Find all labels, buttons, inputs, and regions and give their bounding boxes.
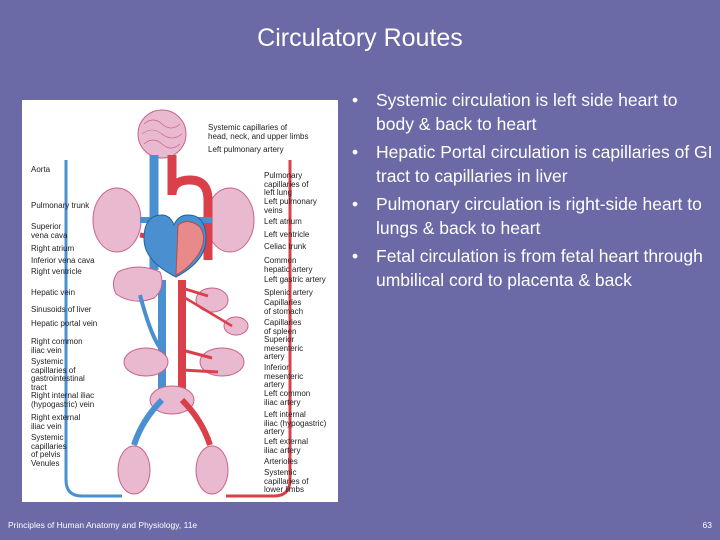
label-superior-mesenteric-artery: Superior mesenteric artery [264,335,304,361]
label-systemic-capillaries-head: Systemic capillaries of head, neck, and … [208,123,309,141]
footer-book-title: Principles of Human Anatomy and Physiolo… [8,520,198,530]
liver-sinusoids [112,266,163,302]
slide-title: Circulatory Routes [257,24,463,52]
head-capillary-mesh [141,119,183,149]
gi-capillaries-left [199,347,245,377]
left-lower-limb-capillaries [195,445,229,495]
celiac-trunk [181,286,209,298]
bullet-item: • Pulmonary circulation is right-side hea… [352,192,714,240]
label-pulmonary-trunk: Pulmonary trunk [31,201,90,210]
label-left-pulmonary-artery: Left pulmonary artery [208,145,284,154]
bullet-glyph: • [352,90,359,110]
label-systemic-capillaries-pelvis: Systemic capillaries of pelvis [31,433,67,459]
bullet-text: Fetal circulation is from fetal heart th… [376,246,703,290]
label-left-pulmonary-veins: Left pulmonary veins [264,197,317,215]
bullet-item: • Hepatic Portal circulation is capillari… [352,140,714,188]
label-hepatic-portal-vein: Hepatic portal vein [31,319,98,328]
circulation-illustration [64,109,292,498]
hepatic-portal-vein [138,294,164,352]
label-common-hepatic-artery: Common hepatic artery [264,256,313,274]
label-sinusoids-of-liver: Sinusoids of liver [31,305,92,314]
label-celiac-trunk: Celiac trunk [264,242,307,251]
outer-arterial-supply [226,160,292,498]
label-left-external-iliac-artery: Left external iliac artery [264,437,309,455]
label-left-internal-iliac-artery: Left internal iliac (hypogastric) artery [264,410,327,436]
gi-capillaries-right [123,347,169,377]
label-pulmonary-capillaries-left-lung: Pulmonary capillaries of left lung [264,171,309,197]
label-capillaries-of-spleen: Capillaries of spleen [264,318,302,336]
right-lung-capillaries [92,187,142,253]
label-right-ventricle: Right ventricle [31,267,82,276]
bullet-text: Pulmonary circulation is right-side hear… [376,194,702,238]
aorta-arch [167,155,213,260]
label-inferior-mesenteric-artery: Inferior mesenteric artery [264,363,304,389]
bullet-glyph: • [352,142,359,162]
circulatory-routes-diagram: Aorta Pulmonary trunk Superior vena cava… [22,100,338,502]
splenic-artery [181,294,233,328]
left-common-iliac-artery [179,397,213,446]
label-inferior-vena-cava: Inferior vena cava [31,256,95,265]
bullet-glyph: • [352,246,359,266]
label-systemic-capillaries-lower-limbs: Systemic capillaries of lower limbs [264,468,309,494]
bullet-item: • Fetal circulation is from fetal heart t… [352,244,714,292]
superior-mesenteric-artery [181,348,213,360]
label-venules: Venules [31,459,60,468]
pelvis-capillaries [149,385,195,415]
spleen-capillaries [223,316,249,336]
page-number: 63 [702,520,712,530]
label-left-gastric-artery: Left gastric artery [264,275,326,284]
outer-venous-return [64,160,122,498]
label-right-internal-iliac-vein: Right internal iliac (hypogastric) vein [31,391,95,409]
label-right-atrium: Right atrium [31,244,75,253]
label-arterioles: Arterioles [264,457,298,466]
label-left-atrium: Left atrium [264,217,302,226]
label-right-external-iliac-vein: Right external iliac vein [31,413,81,431]
right-common-iliac-vein [131,397,165,446]
label-splenic-artery: Splenic artery [264,288,313,297]
label-capillaries-of-stomach: Capillaries of stomach [264,298,304,316]
left-lung-capillaries [205,187,255,253]
inferior-mesenteric-artery [181,368,219,374]
label-right-common-iliac-vein: Right common iliac vein [31,337,83,355]
label-aorta: Aorta [31,165,51,174]
bullet-text: Systemic circulation is left side heart … [376,90,678,134]
label-superior-vena-cava: Superior vena cava [31,222,68,240]
label-left-common-iliac-artery: Left common iliac artery [264,389,311,407]
bullet-list: • Systemic circulation is left side heart… [352,88,714,296]
label-hepatic-vein: Hepatic vein [31,288,76,297]
label-systemic-capillaries-gi: Systemic capillaries of gastrointestinal… [31,357,85,392]
heart-left-side [175,221,204,276]
right-lower-limb-capillaries [117,445,151,495]
bullet-glyph: • [352,194,359,214]
bullet-text: Hepatic Portal circulation is capillarie… [376,142,713,186]
label-left-ventricle: Left ventricle [264,230,310,239]
bullet-item: • Systemic circulation is left side heart… [352,88,714,136]
